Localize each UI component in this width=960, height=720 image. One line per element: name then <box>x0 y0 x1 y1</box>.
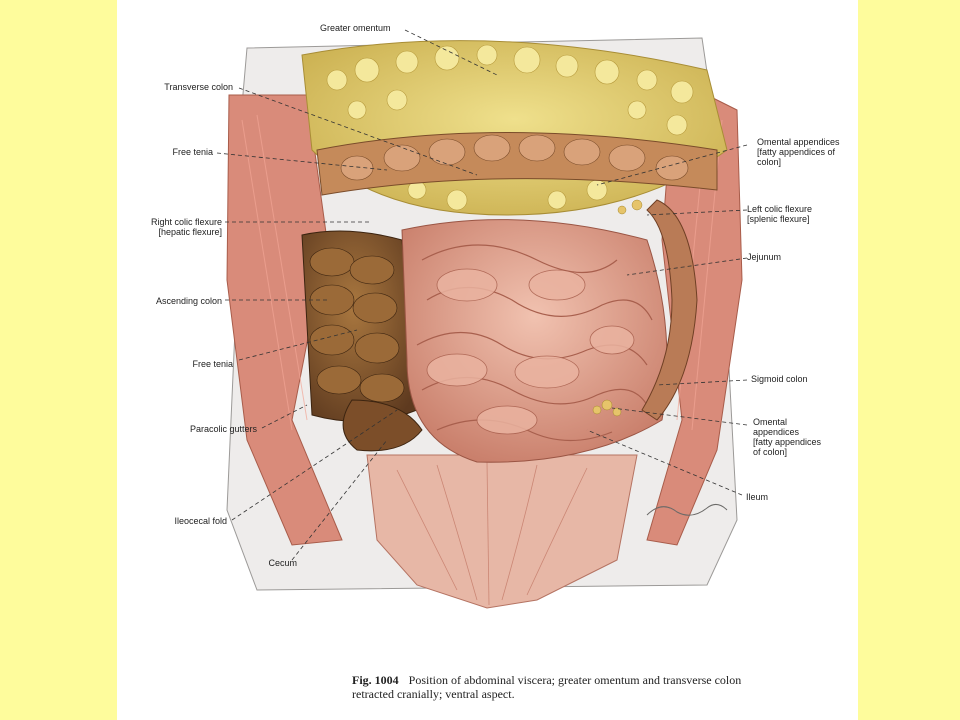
label-left-colic-flexure-line1: Left colic flexure <box>747 204 813 214</box>
label-omental-appendices-upper: Omental appendices [fatty appendices of … <box>757 137 840 167</box>
label-omental-appendices-lower: Omental appendices [fatty appendices of … <box>753 417 821 457</box>
cecum-shape <box>342 399 423 452</box>
label-greater-omentum: Greater omentum <box>320 23 391 33</box>
label-right-colic-flexure-line2: [hepatic flexure] <box>158 227 222 237</box>
artist-signature <box>646 504 728 516</box>
label-omental-appendices-upper-line2: [fatty appendices of <box>757 147 836 157</box>
label-omental-appendices-lower-line2: appendices <box>753 427 800 437</box>
label-ileum: Ileum <box>746 492 769 502</box>
figure-number: Fig. 1004 <box>352 673 399 687</box>
label-omental-appendices-lower-line3: [fatty appendices <box>753 437 822 447</box>
label-right-colic-flexure-line1: Right colic flexure <box>150 217 222 227</box>
label-left-colic-flexure: Left colic flexure [splenic flexure] <box>747 204 812 224</box>
leader-lines <box>216 29 748 561</box>
lower-wall-flap <box>366 454 638 609</box>
label-jejunum: Jejunum <box>747 252 782 262</box>
label-omental-appendices-lower-line4: of colon] <box>753 447 788 457</box>
figure-page: Greater omentum Transverse colon Free te… <box>117 0 858 720</box>
label-ileocecal-fold: Ileocecal fold <box>174 516 227 526</box>
label-omental-appendices-upper-line1: Omental appendices <box>757 137 840 147</box>
label-free-tenia-upper: Free tenia <box>172 147 213 157</box>
label-right-colic-flexure: Right colic flexure [hepatic flexure] <box>117 217 222 237</box>
label-omental-appendices-lower-line1: Omental <box>753 417 788 427</box>
label-omental-appendices-upper-line3: colon] <box>757 157 782 167</box>
descending-colon-shape <box>641 199 698 421</box>
label-ascending-colon: Ascending colon <box>155 296 222 306</box>
label-cecum: Cecum <box>268 558 297 568</box>
figure-caption-text: Position of abdominal viscera; greater o… <box>352 673 742 701</box>
label-transverse-colon: Transverse colon <box>164 82 233 92</box>
label-left-colic-flexure-line2: [splenic flexure] <box>747 214 810 224</box>
abdominal-viscera-illustration <box>216 29 748 609</box>
label-free-tenia-lower: Free tenia <box>192 359 233 369</box>
label-sigmoid-colon: Sigmoid colon <box>751 374 808 384</box>
label-paracolic-gutters: Paracolic gutters <box>189 424 257 434</box>
